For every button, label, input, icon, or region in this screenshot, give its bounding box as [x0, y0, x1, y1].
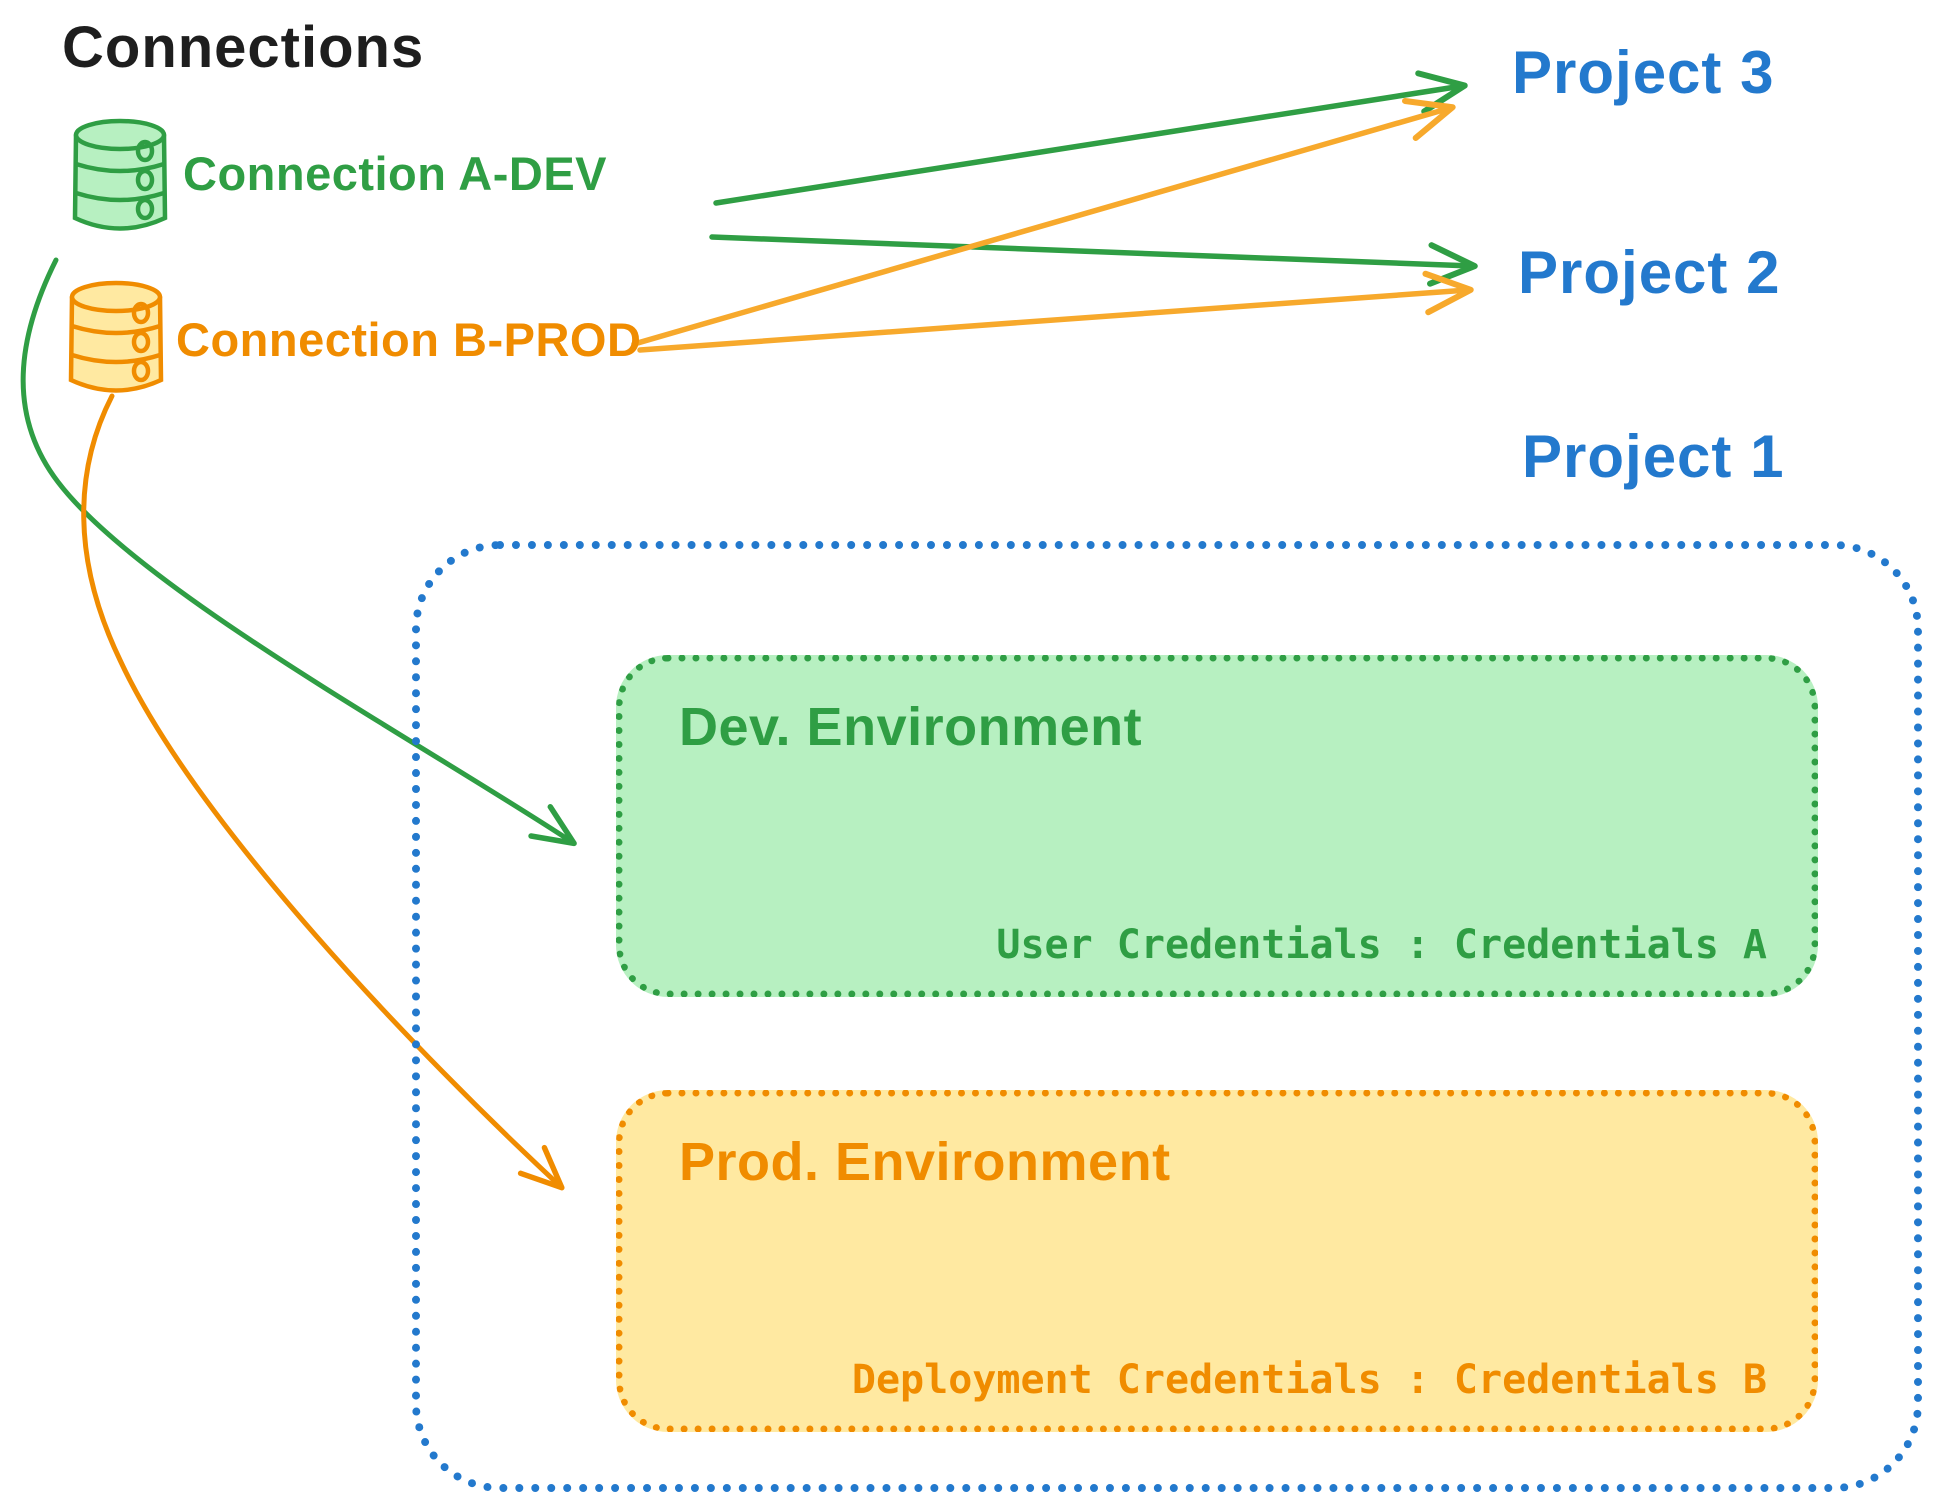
connection-a-dev-label: Connection A-DEV: [183, 147, 608, 200]
database-icon-prod: [68, 280, 164, 393]
project-2-label: Project 2: [1518, 239, 1781, 306]
prod-environment-box: Prod. Environment Deployment Credentials…: [616, 1090, 1818, 1432]
arrow-a-dev-to-project-2: [709, 234, 1478, 287]
prod-environment-title: Prod. Environment: [679, 1132, 1171, 1192]
arrow-b-prod-to-project-2: [637, 270, 1474, 353]
database-icon-dev: [72, 118, 168, 231]
project-1-container: Dev. Environment User Credentials : Cred…: [412, 541, 1922, 1492]
connection-b-prod-label: Connection B-PROD: [176, 313, 642, 366]
prod-credentials-text: Deployment Credentials : Credentials B: [851, 1357, 1767, 1403]
diagram-title: Connections: [62, 15, 425, 80]
project-3-label: Project 3: [1512, 39, 1775, 106]
dev-environment-title: Dev. Environment: [679, 697, 1143, 757]
dev-environment-box: Dev. Environment User Credentials : Cred…: [616, 655, 1818, 997]
dev-credentials-text: User Credentials : Credentials A: [996, 922, 1767, 968]
arrow-b-prod-to-project-3: [631, 97, 1456, 347]
arrow-a-dev-to-project-3: [713, 70, 1468, 206]
project-1-label: Project 1: [1522, 423, 1785, 490]
